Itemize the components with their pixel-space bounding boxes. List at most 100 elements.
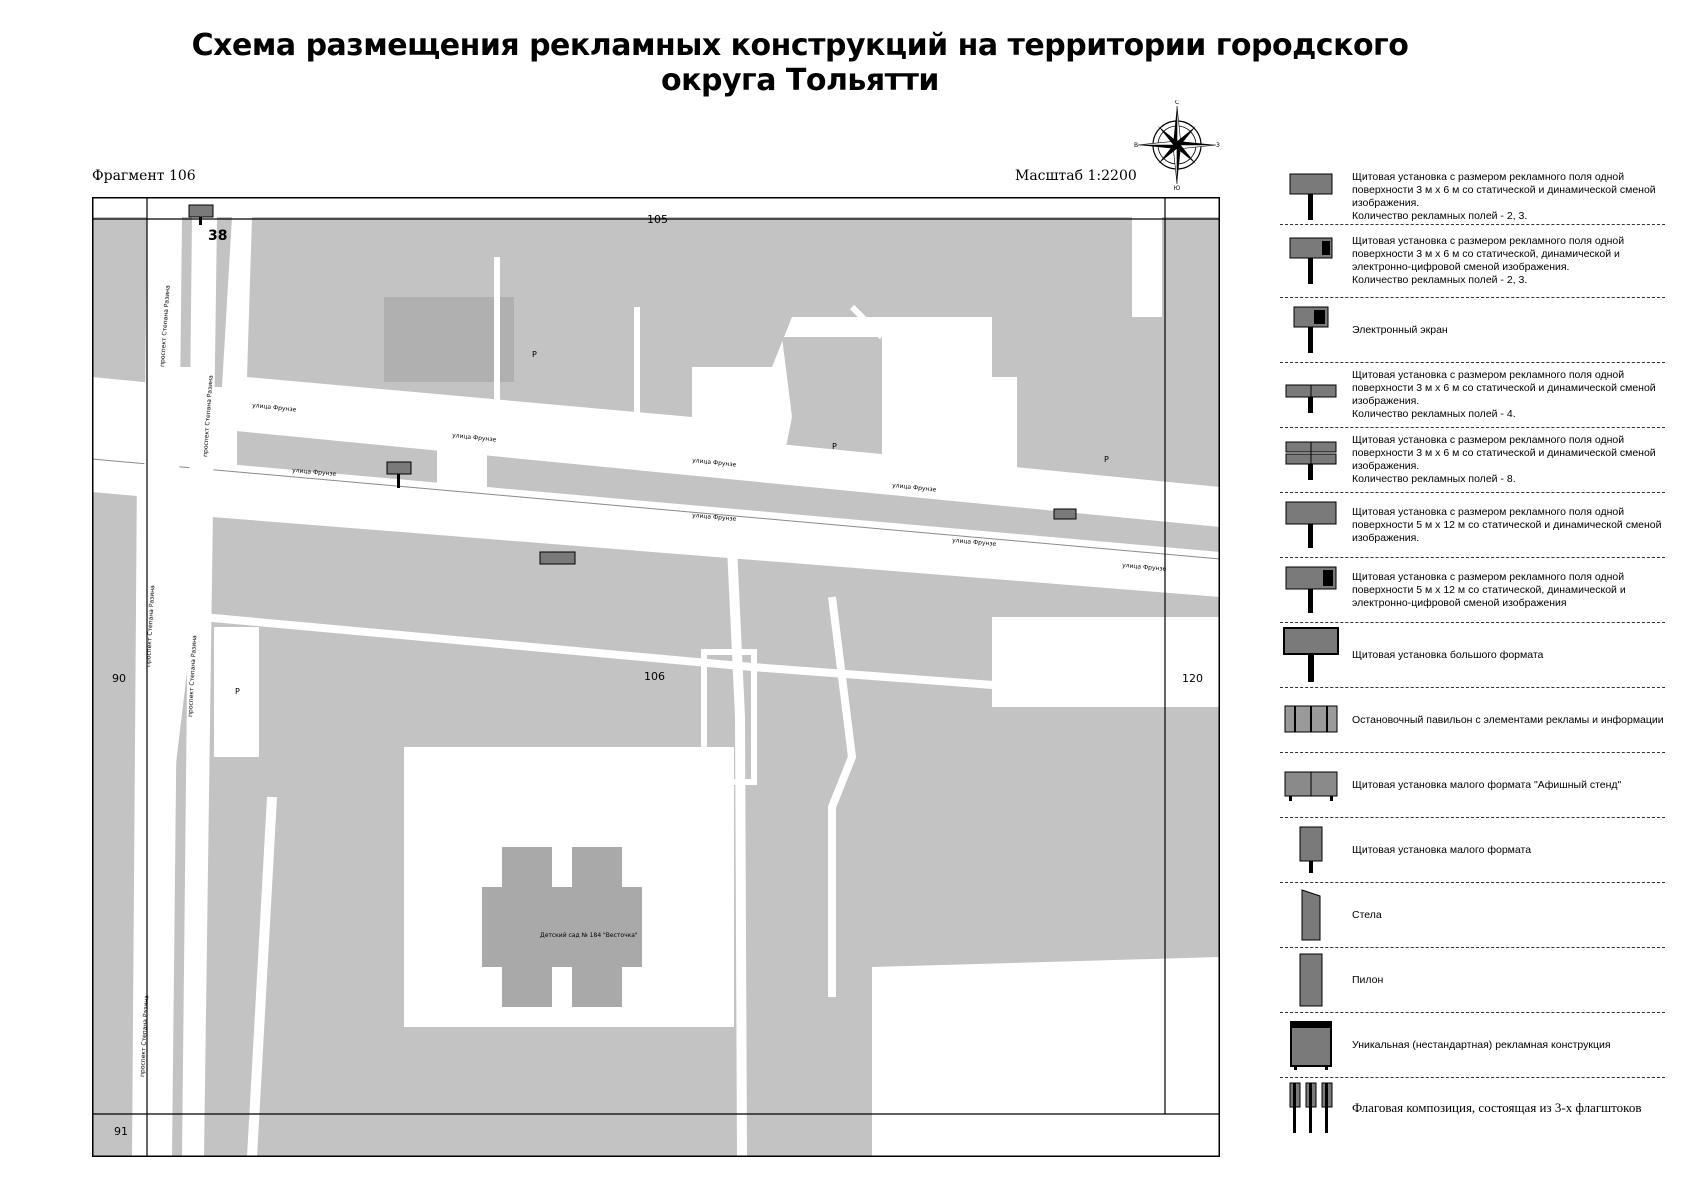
parking-mark: P <box>532 350 537 359</box>
legend-text: Щитовая установка с размером рекламного … <box>1352 570 1626 609</box>
street-label: улица Фрунзе <box>952 537 997 548</box>
street-label: улица Фрунзе <box>1122 562 1167 573</box>
street-label: улица Фрунзе <box>892 482 937 494</box>
legend-item: Уникальная (нестандартная) рекламная кон… <box>1280 1013 1665 1078</box>
legend-item: Пилон <box>1280 948 1665 1013</box>
legend-text: Флаговая композиция, состоящая из 3-х фл… <box>1352 1100 1642 1115</box>
street-label: улица Фрунзе <box>692 457 737 469</box>
sheet-number-106: 106 <box>644 670 665 683</box>
legend-text: Остановочный павильон с элементами рекла… <box>1352 713 1664 726</box>
legend-text: Щитовая установка большого формата <box>1352 648 1544 661</box>
scale-label: Масштаб 1:2200 <box>1015 168 1137 184</box>
map-block <box>214 627 259 757</box>
legend-item: Щитовая установка большого формата <box>1280 623 1665 688</box>
legend-item: Флаговая композиция, состоящая из 3-х фл… <box>1280 1078 1665 1138</box>
poster-stand-icon <box>1284 771 1338 801</box>
compass-rose-icon: С Ю В З <box>1134 100 1220 190</box>
road-inner <box>701 649 757 785</box>
legend-text: Щитовая установка с размером рекламного … <box>1352 235 1625 286</box>
flag-composition-icon <box>1289 1082 1333 1133</box>
street-label: улица Фрунзе <box>252 402 297 414</box>
map-block <box>92 217 147 392</box>
legend-item: Щитовая установка с размером рекламного … <box>1280 225 1665 298</box>
pylon-icon <box>1299 953 1323 1007</box>
map-frame <box>92 197 1220 1157</box>
billboard-3x6-digital-icon <box>1289 237 1333 284</box>
legend-item: Щитовая установка с размером рекламного … <box>1280 558 1665 623</box>
avenue-label: проспект Степана Разина <box>139 995 150 1077</box>
billboard-marker[interactable] <box>386 461 412 488</box>
legend-item: Щитовая установка малого формата <box>1280 818 1665 883</box>
billboard-marker[interactable] <box>188 204 214 225</box>
street-label: улица Фрунзе <box>292 467 337 478</box>
billboard-8-fields-icon <box>1285 441 1337 480</box>
legend-text: Щитовая установка с размером рекламного … <box>1352 171 1656 222</box>
bus-stop-marker[interactable] <box>539 551 576 565</box>
legend: Щитовая установка с размером рекламного … <box>1280 170 1665 1138</box>
billboard-marker[interactable] <box>1053 508 1077 520</box>
legend-text: Щитовая установка с размером рекламного … <box>1352 434 1656 485</box>
road-frunze <box>92 377 1220 527</box>
compass-w: В <box>1134 142 1138 149</box>
compass-s: Ю <box>1174 185 1181 190</box>
billboard-5x12-digital-icon <box>1285 566 1337 613</box>
legend-text: Пилон <box>1352 973 1384 986</box>
legend-text: Щитовая установка малого формата <box>1352 843 1532 856</box>
legend-item: Щитовая установка с размером рекламного … <box>1280 363 1665 428</box>
billboard-4-fields-icon <box>1285 384 1337 413</box>
legend-text: Электронный экран <box>1352 323 1448 336</box>
road-inner <box>247 796 277 1157</box>
road-inner <box>828 596 857 997</box>
legend-text: Щитовая установка с размером рекламного … <box>1352 505 1662 544</box>
parking-mark: P <box>235 687 240 696</box>
road-divider <box>92 458 1220 560</box>
large-format-billboard-icon <box>1283 627 1339 682</box>
road-razina <box>182 217 217 1157</box>
unique-structure-icon <box>1290 1021 1332 1070</box>
legend-item: Щитовая установка с размером рекламного … <box>1280 493 1665 558</box>
marker-number: 38 <box>208 228 227 244</box>
parking-mark: P <box>832 442 837 451</box>
compass-n: С <box>1175 100 1179 106</box>
compass-e: З <box>1216 142 1220 149</box>
sheet-number-90: 90 <box>112 672 126 685</box>
legend-item: Электронный экран <box>1280 298 1665 363</box>
billboard-3x6-icon <box>1289 173 1333 220</box>
sheet-number-105: 105 <box>647 213 668 226</box>
bus-stop-pavilion-icon <box>1284 705 1338 733</box>
electronic-screen-icon <box>1293 306 1329 353</box>
sheet-number-120: 120 <box>1182 672 1203 685</box>
kindergarten-label: Детский сад № 184 "Весточка" <box>540 932 638 939</box>
sheet-number-91: 91 <box>114 1125 128 1138</box>
legend-text: Щитовая установка малого формата "Афишны… <box>1352 778 1622 791</box>
legend-item: Щитовая установка с размером рекламного … <box>1280 170 1665 225</box>
map-block <box>384 297 514 382</box>
road-frunze <box>92 452 1220 592</box>
small-format-billboard-icon <box>1299 826 1323 873</box>
parking-mark: P <box>1104 455 1109 464</box>
map-block <box>992 317 1167 377</box>
street-label: улица Фрунзе <box>692 512 737 523</box>
road-inner <box>727 546 747 1157</box>
legend-item: Щитовая установка с размером рекламного … <box>1280 428 1665 493</box>
legend-item: Стела <box>1280 883 1665 948</box>
kindergarten-building <box>482 847 642 1007</box>
road-razina <box>137 217 182 1157</box>
billboard-5x12-icon <box>1285 501 1337 548</box>
legend-item: Остановочный павильон с элементами рекла… <box>1280 688 1665 753</box>
street-label: улица Фрунзе <box>452 432 497 444</box>
legend-item: Щитовая установка малого формата "Афишны… <box>1280 753 1665 818</box>
road-inner <box>529 406 540 448</box>
map-block <box>872 957 1220 1157</box>
stele-icon <box>1301 889 1321 941</box>
legend-text: Уникальная (нестандартная) рекламная кон… <box>1352 1038 1611 1051</box>
avenue-label: проспект Степана Разина <box>145 585 156 667</box>
legend-text: Щитовая установка с размером рекламного … <box>1352 369 1656 420</box>
legend-text: Стела <box>1352 908 1382 921</box>
map-block <box>92 469 137 1157</box>
avenue-label: проспект Степана Разина <box>187 635 198 717</box>
road-inner <box>849 304 885 340</box>
fragment-label: Фрагмент 106 <box>92 168 196 184</box>
map-fragment[interactable]: 38 105 106 90 120 91 улица Фрунзе улица … <box>92 197 1220 1157</box>
page-title: Схема размещения рекламных конструкций н… <box>191 28 1409 98</box>
